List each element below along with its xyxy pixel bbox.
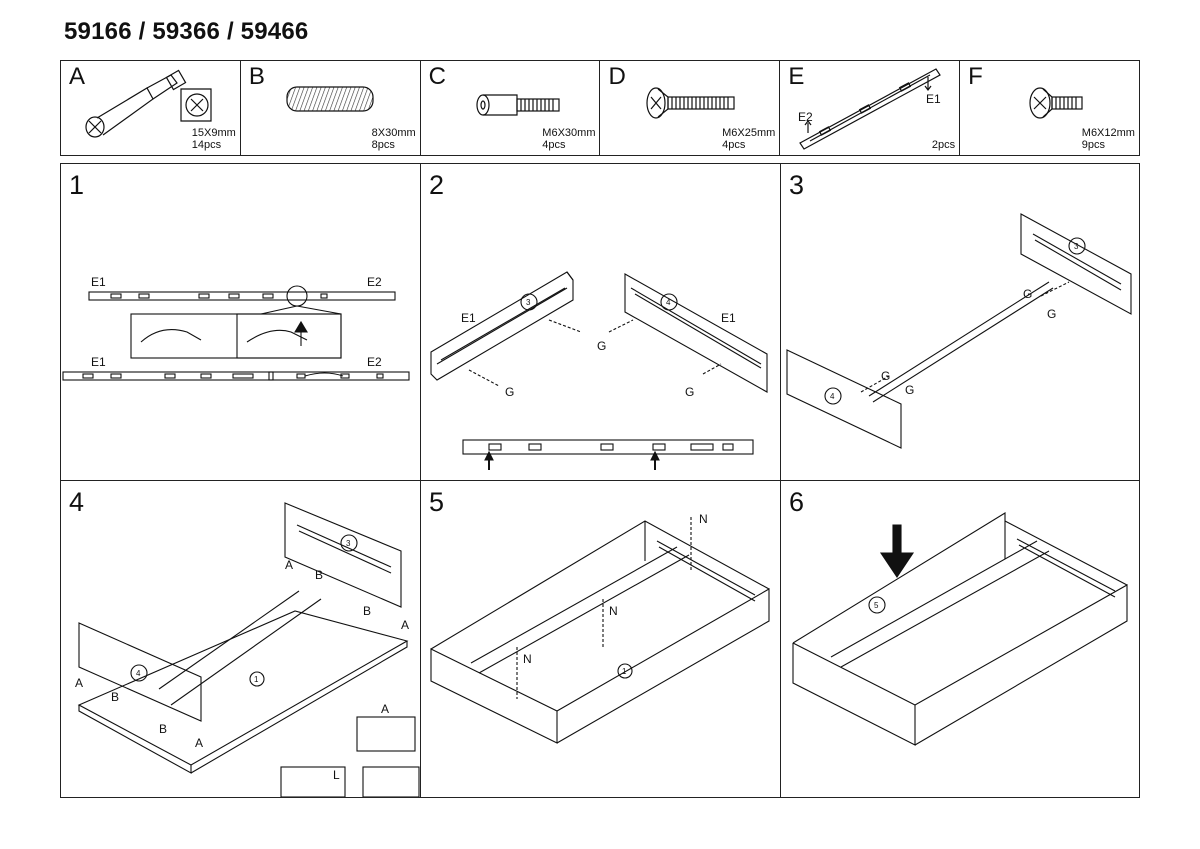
svg-text:N: N — [699, 512, 708, 526]
svg-text:E1: E1 — [461, 311, 476, 325]
part-letter: C — [428, 63, 446, 90]
part-letter: D — [608, 63, 626, 90]
svg-text:4: 4 — [666, 298, 671, 307]
part-letter: A — [69, 63, 86, 90]
svg-text:E1: E1 — [91, 275, 106, 289]
slide-attach-illustration: E1 E1 G G G 3 4 — [430, 271, 768, 470]
step-1: 1 — [61, 164, 421, 481]
step-4: 4 A B B A A — [61, 481, 421, 797]
page-title: 59166 / 59366 / 59466 — [64, 18, 309, 45]
frame-assembly-illustration: A B B A A B B A A L 1 3 4 — [75, 502, 420, 797]
svg-text:3: 3 — [1074, 242, 1079, 251]
base-screw-illustration: N N N 1 — [430, 512, 770, 744]
svg-text:G: G — [685, 385, 694, 399]
threaded-bolt-icon — [476, 94, 560, 116]
svg-text:G: G — [881, 369, 890, 383]
short-screw-icon — [1029, 87, 1083, 119]
part-letter: B — [248, 63, 265, 90]
svg-text:B: B — [315, 568, 323, 582]
step-number: 1 — [69, 170, 85, 200]
svg-text:5: 5 — [874, 601, 879, 610]
svg-text:E2: E2 — [367, 355, 382, 369]
svg-text:A: A — [195, 736, 203, 750]
step-2: 2 — [421, 164, 781, 481]
svg-text:N: N — [523, 652, 532, 666]
step-number: 3 — [789, 170, 805, 200]
back-panel-attach-illustration: G G G G 3 4 — [786, 213, 1132, 449]
svg-text:B: B — [111, 690, 119, 704]
svg-text:L: L — [333, 768, 340, 782]
slide-tag-e1: E1 — [926, 92, 941, 106]
svg-text:B: B — [159, 722, 167, 736]
screw-icon — [646, 87, 736, 119]
wooden-dowel-icon — [286, 86, 374, 112]
svg-text:G: G — [905, 383, 914, 397]
svg-text:B: B — [363, 604, 371, 618]
svg-text:N: N — [609, 604, 618, 618]
step-3: 3 G G G G 3 4 — [781, 164, 1139, 481]
step-number: 5 — [429, 487, 445, 517]
svg-text:G: G — [1047, 307, 1056, 321]
cam-lock-icon — [85, 69, 212, 138]
svg-text:4: 4 — [830, 392, 835, 401]
step-6: 6 5 — [781, 481, 1139, 797]
front-panel-illustration: 5 — [792, 512, 1128, 746]
svg-text:A: A — [381, 702, 389, 716]
svg-text:G: G — [505, 385, 514, 399]
step-number: 4 — [69, 487, 85, 517]
svg-text:1: 1 — [622, 667, 627, 676]
svg-text:3: 3 — [346, 539, 351, 548]
svg-text:A: A — [75, 676, 83, 690]
svg-text:G: G — [1023, 287, 1032, 301]
drawer-slide-icon: E1 E2 — [798, 68, 941, 150]
step-number: 2 — [429, 170, 445, 200]
svg-text:A: A — [285, 558, 293, 572]
svg-text:A: A — [401, 618, 409, 632]
assembly-steps: 1 — [60, 163, 1140, 798]
slide-separation-illustration: E1 E2 E1 E2 — [62, 275, 410, 381]
svg-text:4: 4 — [136, 669, 141, 678]
part-e: E E1 E2 2pcs — [780, 61, 961, 155]
slide-tag-e2: E2 — [798, 110, 813, 124]
svg-text:3: 3 — [526, 298, 531, 307]
svg-text:E1: E1 — [91, 355, 106, 369]
step-number: 6 — [789, 487, 805, 517]
part-letter: E — [788, 63, 805, 90]
step-5: 5 N N N 1 — [421, 481, 781, 797]
svg-text:E1: E1 — [721, 311, 736, 325]
svg-text:G: G — [597, 339, 606, 353]
svg-text:E2: E2 — [367, 275, 382, 289]
svg-text:1: 1 — [254, 675, 259, 684]
part-letter: F — [968, 63, 983, 90]
